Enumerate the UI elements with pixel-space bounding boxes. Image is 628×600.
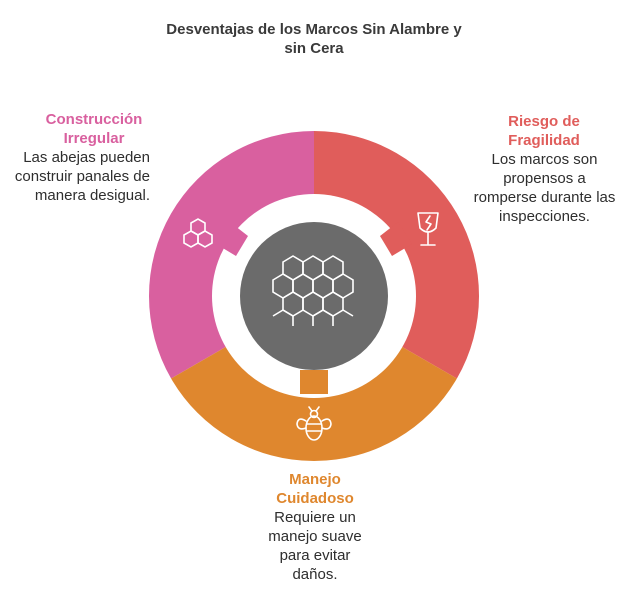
text-construccion: Las abejas pueden construir panales de m… [14, 149, 150, 204]
block-riesgo: Riesgo de Fragilidad Los marcos son prop… [472, 112, 617, 226]
honeycomb-icon [272, 255, 354, 326]
connector-riesgo [380, 222, 412, 256]
text-riesgo: Los marcos son propensos a romperse dura… [473, 151, 616, 225]
diagram-title: Desventajas de los Marcos Sin Alambre y … [166, 21, 462, 57]
connector-construccion [216, 222, 248, 256]
text-manejo: Requiere un manejo suave para evitar dañ… [268, 509, 362, 583]
connector-manejo [300, 370, 328, 394]
center-hub [240, 222, 388, 370]
block-manejo: Manejo Cuidadoso Requiere un manejo suav… [240, 470, 390, 584]
hexagons-icon [183, 218, 213, 248]
heading-riesgo: Riesgo de Fragilidad [508, 113, 580, 149]
broken-glass-icon [417, 212, 439, 246]
heading-manejo: Manejo Cuidadoso [276, 471, 354, 507]
block-construccion: Construcción Irregular Las abejas pueden… [10, 110, 150, 205]
bee-icon [296, 406, 332, 441]
heading-construccion: Construcción Irregular [45, 111, 143, 147]
segment-manejo [171, 342, 457, 462]
